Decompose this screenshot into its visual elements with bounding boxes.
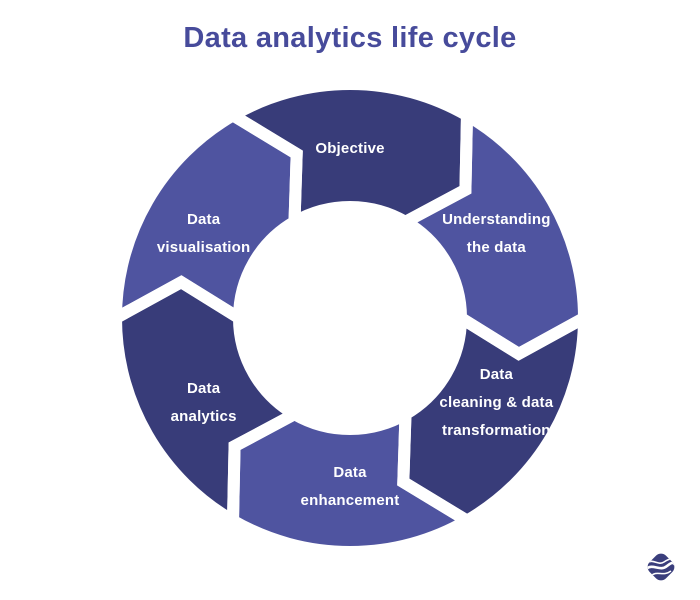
swirl-diamond-logo-icon	[645, 553, 678, 581]
segment-data-cleaning-data-transformation	[403, 318, 584, 521]
segment-understanding-the-data	[405, 115, 584, 354]
segment-data-visualisation	[116, 115, 297, 318]
segment-objective	[233, 83, 467, 222]
diagram-title: Data analytics life cycle	[183, 22, 517, 54]
brand-logo	[645, 550, 678, 584]
segment-data-enhancement	[233, 414, 467, 553]
segment-data-analytics	[116, 282, 295, 521]
segment-divider	[109, 108, 303, 329]
